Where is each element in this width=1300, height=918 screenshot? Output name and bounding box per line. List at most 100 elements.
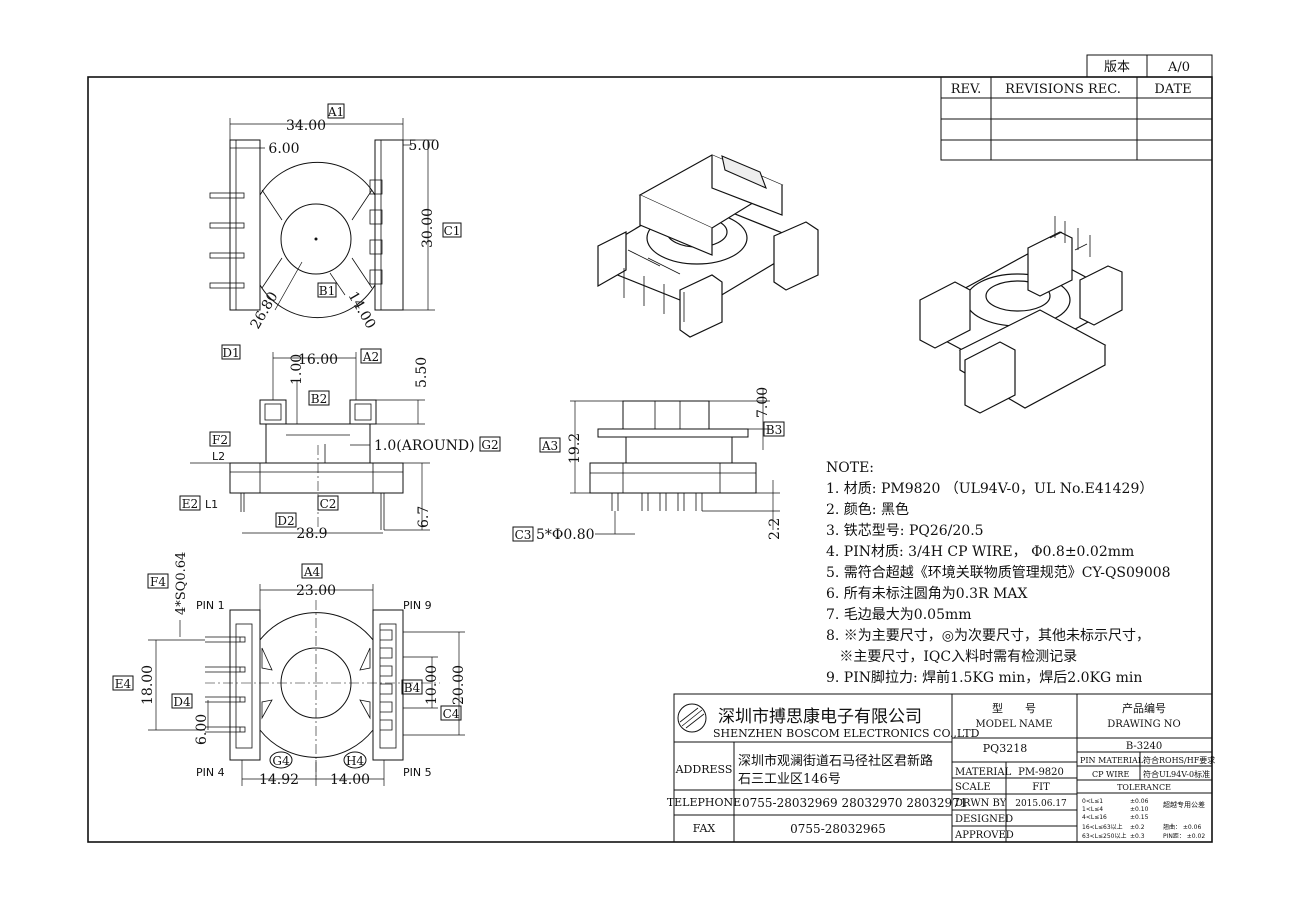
tag-c4: C4 (443, 707, 460, 721)
designed-label: DESIGNED (955, 814, 1013, 825)
note-item: 1. 材质: PM9820 （UL94V-0，UL No.E41429） (826, 481, 1154, 497)
tolerance-label: TOLERANCE (1117, 783, 1171, 792)
material-label: MATERIAL (955, 767, 1012, 778)
tag-d1: D1 (222, 346, 239, 360)
dim-height-30: 30.00 (420, 208, 436, 248)
tol-range-2: 1<L≤4 (1082, 806, 1103, 813)
tol-range-4: 16<L≤63以上 (1082, 823, 1123, 831)
company-logo-icon (677, 703, 707, 733)
version-label: 版本 (1104, 60, 1130, 75)
material-value: PM-9820 (1018, 767, 1064, 778)
label-pin4: PIN 4 (196, 766, 225, 779)
version-table: 版本 A/0 (1086, 54, 1213, 78)
label-l1: L1 (205, 498, 218, 511)
label-pin9: PIN 9 (403, 599, 432, 612)
tol-range-1: 0<L≤1 (1082, 798, 1103, 805)
tag-a4: A4 (303, 565, 321, 579)
dim-span-18: 18.00 (140, 665, 156, 705)
dim-right-14: 14.00 (330, 772, 370, 788)
label-pin1: PIN 1 (196, 599, 225, 612)
address-label: ADDRESS (675, 763, 733, 776)
tag-h4: H4 (346, 754, 364, 768)
tag-a3: A3 (541, 439, 558, 453)
telephone-value: 0755-28032969 28032970 28032971 (742, 796, 967, 810)
drawn-by-label: DRWN BY (955, 798, 1007, 809)
dim-flange-5-5: 5.50 (414, 357, 430, 388)
drawing-label-cn: 产品编号 (1122, 701, 1166, 715)
note-item: 5. 需符合超越《环境关联物质管理规范》CY-QS09008 (826, 565, 1171, 581)
dim-height-19-2: 19.2 (567, 433, 583, 464)
tol-range-3: 4<L≤16 (1082, 814, 1107, 821)
dim-pin-sq: 4*SQ0.64 (174, 552, 189, 615)
dim-dia-26-8: 26.80 (248, 289, 282, 332)
pin-material-label: PIN MATERIAL: (1080, 756, 1146, 765)
flatness-note: 翘曲： ±0.06 (1163, 823, 1201, 831)
dim-pin-6-7: 6.7 (416, 506, 432, 528)
dim-width-34: 34.00 (286, 118, 326, 134)
bottom-view: 23.00 A4 F4 4*SQ0.64 PIN 1 PIN 9 PIN 4 P… (112, 552, 467, 788)
tag-b4: B4 (404, 681, 421, 695)
scale-label: SCALE (955, 782, 991, 793)
drawn-date: 2015.06.17 (1015, 799, 1067, 809)
dim-span-10: 10.00 (424, 665, 440, 705)
revision-table: REV. REVISIONS REC. DATE (940, 76, 1213, 161)
date-header: DATE (1154, 82, 1191, 97)
dim-pitch-6: 6.00 (194, 714, 210, 745)
note-item: 2. 颜色: 黑色 (826, 502, 909, 518)
front-view: 16.00 A2 1.00 B2 5.50 1.0(AROUND) G2 F2 … (179, 348, 501, 542)
model-value: PQ3218 (983, 742, 1027, 755)
version-value: A/0 (1167, 60, 1190, 75)
tag-c1: C1 (444, 224, 461, 238)
note-item: 7. 毛边最大为0.05mm (826, 607, 972, 623)
dim-span-20: 20.00 (451, 665, 467, 705)
tag-g2: G2 (481, 438, 498, 452)
notes-block: NOTE: 1. 材质: PM9820 （UL94V-0，UL No.E4142… (826, 458, 1206, 689)
note-item: 3. 铁芯型号: PQ26/20.5 (826, 523, 984, 539)
pin-material-value: CP WIRE (1092, 770, 1129, 779)
dim-top-7: 7.00 (755, 387, 771, 418)
dim-inset-5: 5.00 (408, 138, 439, 154)
address-line-2: 石三工业区146号 (738, 772, 841, 787)
title-block: 深圳市搏思康电子有限公司 SHENZHEN BOSCOM ELECTRONICS… (667, 693, 1215, 843)
dim-gap-1: 1.00 (289, 354, 305, 385)
tol-val-4: ±0.2 (1130, 824, 1145, 831)
isometric-view-bottom (919, 216, 1123, 414)
note-item: ※主要尺寸，IQC入料时需有检测记录 (826, 649, 1078, 665)
ul-note: 符合UL94V-0标准 (1143, 769, 1210, 779)
model-label-cn: 型 号 (992, 701, 1036, 715)
tag-a1: A1 (327, 105, 344, 119)
drawing-number: B-3240 (1126, 741, 1162, 752)
tag-c3: C3 (515, 528, 532, 542)
revisions-header: REVISIONS REC. (1005, 82, 1121, 97)
top-view: 34.00 A1 6.00 5.00 30.00 C1 26.80 14.00 … (209, 103, 462, 360)
tag-b1: B1 (319, 284, 335, 298)
model-label-en: MODEL NAME (975, 719, 1052, 730)
dim-dia-14: 14.00 (345, 289, 379, 332)
tag-d2: D2 (277, 514, 294, 528)
approved-label: APPROVED (954, 830, 1014, 841)
tag-e4: E4 (115, 677, 132, 691)
tol-val-2: ±0.10 (1130, 806, 1149, 813)
notes-title: NOTE: (826, 460, 875, 476)
tol-val-1: ±0.06 (1130, 798, 1149, 805)
telephone-label: TELEPHONE (667, 796, 741, 809)
drawing-label-en: DRAWING NO (1107, 719, 1180, 730)
note-item: 4. PIN材质: 3/4H CP WIRE， Φ0.8±0.02mm (826, 544, 1135, 560)
dim-left-14-92: 14.92 (259, 772, 299, 788)
dim-inset-6: 6.00 (268, 141, 299, 157)
label-pin5: PIN 5 (403, 766, 432, 779)
tol-val-5: ±0.3 (1130, 833, 1145, 840)
tag-g4: G4 (272, 754, 290, 768)
sheet-border (87, 76, 1213, 843)
tag-b2: B2 (311, 392, 327, 406)
tol-val-3: ±0.15 (1130, 814, 1149, 821)
label-l2: L2 (212, 450, 225, 463)
fax-label: FAX (693, 822, 716, 835)
scale-value: FIT (1032, 782, 1050, 793)
tag-d4: D4 (173, 695, 191, 709)
side-view: 19.2 A3 7.00 B3 2.2 C3 5*Φ0.80 (512, 387, 785, 543)
tol-range-5: 63<L≤250以上 (1082, 832, 1127, 840)
tag-f2: F2 (212, 433, 228, 447)
dim-dia-16: 16.00 (298, 352, 338, 368)
